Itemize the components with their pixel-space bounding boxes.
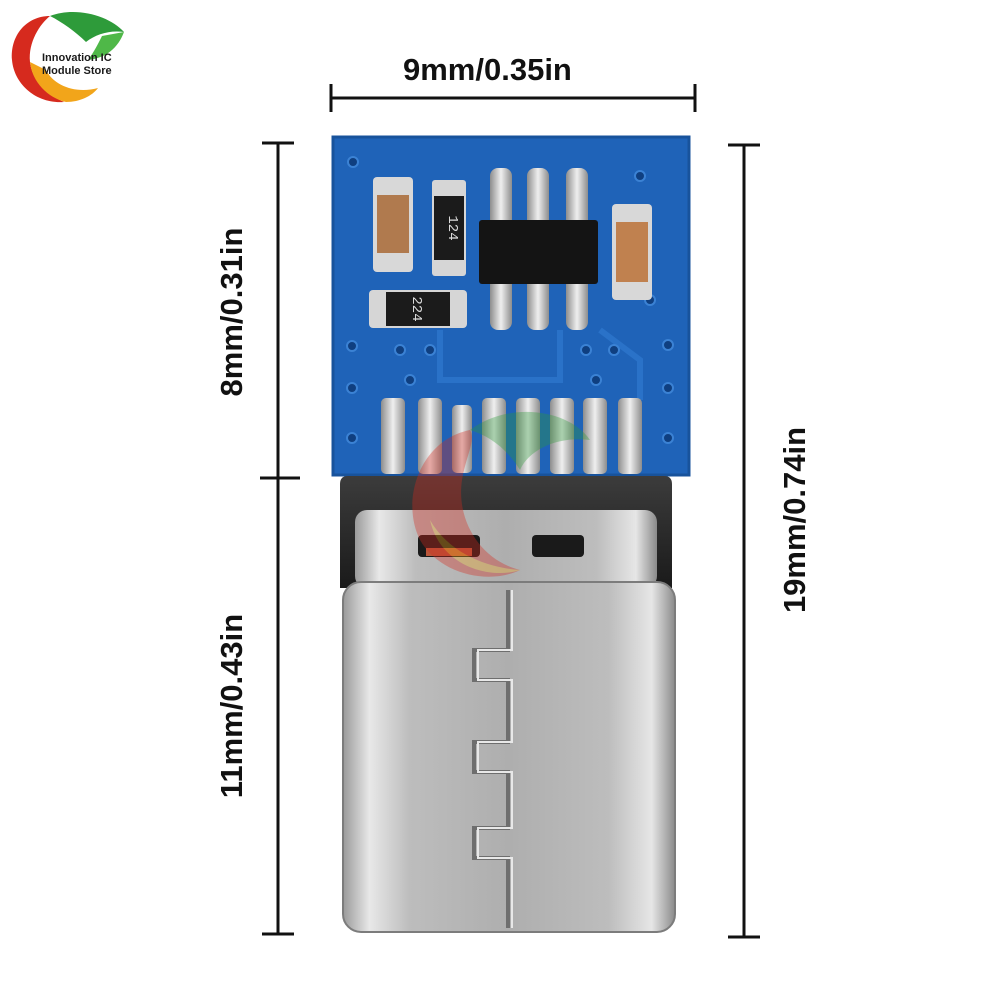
resistor-124: 124 <box>432 180 466 276</box>
store-logo: Innovation IC Module Store <box>6 8 126 108</box>
total-height-label: 19mm/0.74in <box>777 426 812 614</box>
connector-housing <box>340 476 672 588</box>
resistor-224: 224 <box>369 290 467 328</box>
watermark <box>412 411 590 577</box>
capacitor-2 <box>612 204 652 300</box>
solder-pads <box>381 398 642 474</box>
resistor-224-label: 224 <box>408 296 424 321</box>
logo-text: Innovation IC Module Store <box>42 52 112 78</box>
usb-c-shell <box>342 581 676 933</box>
connector-height-label: 11mm/0.43in <box>214 613 249 799</box>
dimension-lines <box>260 84 760 939</box>
resistor-124-label: 124 <box>444 215 460 240</box>
logo-line-1: Innovation IC <box>42 52 112 64</box>
capacitor-1 <box>373 177 413 272</box>
ic-chip <box>479 168 598 330</box>
width-label: 9mm/0.35in <box>403 52 572 87</box>
pcb-board: 124 224 <box>331 135 691 477</box>
logo-line-2: Module Store <box>42 65 112 77</box>
board-height-label: 8mm/0.31in <box>214 227 249 397</box>
